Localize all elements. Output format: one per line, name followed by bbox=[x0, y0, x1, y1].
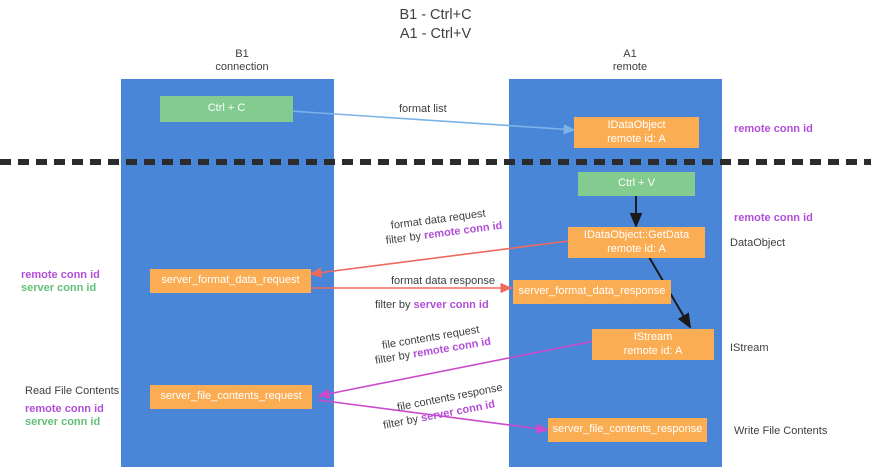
box-server-format-data-response[interactable]: server_format_data_response bbox=[513, 280, 671, 304]
diagram-title: B1 - Ctrl+C A1 - Ctrl+V bbox=[0, 6, 871, 44]
edge-label-format-list: format list bbox=[399, 103, 447, 115]
box-idataobject-line-2: remote id: A bbox=[607, 132, 666, 145]
column-header-b1-role: connection bbox=[215, 61, 269, 73]
box-istream-line-2: remote id: A bbox=[623, 344, 683, 357]
box-server-format-data-response-label: server_format_data_response bbox=[518, 285, 666, 298]
filter-prefix-3: filter by bbox=[374, 348, 415, 367]
box-idataobject[interactable]: IDataObject remote id: A bbox=[574, 117, 699, 148]
box-server-format-data-request-label: server_format_data_request bbox=[161, 274, 300, 287]
annotation-left-remote-conn-id-low: remote conn id bbox=[25, 403, 104, 415]
column-header-b1: B1 connection bbox=[152, 48, 332, 74]
box-server-file-contents-request[interactable]: server_file_contents_request bbox=[150, 385, 312, 409]
annotation-left-remote-conn-id-mid: remote conn id bbox=[21, 269, 100, 281]
box-idataobject-getdata[interactable]: IDataObject::GetData remote id: A bbox=[568, 227, 705, 258]
box-ctrl-c-label: Ctrl + C bbox=[207, 102, 246, 115]
box-ctrl-v-label: Ctrl + V bbox=[618, 177, 655, 190]
diagram-title-line-2: A1 - Ctrl+V bbox=[399, 26, 472, 42]
box-istream[interactable]: IStream remote id: A bbox=[592, 329, 714, 360]
edge-label-format-data-response: format data response bbox=[391, 275, 495, 287]
annotation-right-write-file-contents: Write File Contents bbox=[734, 425, 828, 437]
annotation-right-dataobject: DataObject bbox=[730, 237, 786, 249]
edge-label-format-data-response-filter: filter by server conn id bbox=[375, 298, 489, 312]
annotation-left-server-conn-id-low: server conn id bbox=[25, 416, 101, 428]
box-server-file-contents-response-label: server_file_contents_response bbox=[552, 423, 703, 436]
box-ctrl-c[interactable]: Ctrl + C bbox=[160, 96, 293, 122]
annotation-right-remote-conn-id-top: remote conn id bbox=[734, 123, 813, 135]
column-header-b1-name: B1 bbox=[235, 48, 249, 60]
annotation-left-read-file-contents: Read File Contents bbox=[25, 385, 120, 397]
box-istream-line-1: IStream bbox=[633, 331, 673, 343]
box-server-format-data-request[interactable]: server_format_data_request bbox=[150, 269, 311, 293]
annotation-right-remote-conn-id-mid: remote conn id bbox=[734, 212, 813, 224]
filter-prefix-4: filter by bbox=[382, 412, 423, 432]
box-server-file-contents-request-label: server_file_contents_request bbox=[160, 390, 302, 403]
box-server-file-contents-response[interactable]: server_file_contents_response bbox=[548, 418, 707, 442]
annotation-right-istream: IStream bbox=[730, 342, 769, 354]
box-ctrl-v[interactable]: Ctrl + V bbox=[578, 172, 695, 196]
annotation-left-server-conn-id-mid: server conn id bbox=[21, 282, 97, 294]
column-header-a1: A1 remote bbox=[540, 48, 720, 74]
box-idataobject-line-1: IDataObject bbox=[607, 119, 666, 131]
filter-prefix-2: filter by bbox=[375, 299, 414, 311]
filter-key-server-conn-id-1: server conn id bbox=[413, 299, 489, 311]
column-header-a1-role: remote bbox=[612, 61, 648, 73]
diagram-title-line-1: B1 - Ctrl+C bbox=[399, 7, 472, 23]
column-header-a1-name: A1 bbox=[623, 48, 637, 60]
filter-prefix-1: filter by bbox=[385, 229, 425, 247]
box-getdata-line-2: remote id: A bbox=[607, 242, 666, 255]
box-getdata-line-1: IDataObject::GetData bbox=[583, 229, 690, 241]
